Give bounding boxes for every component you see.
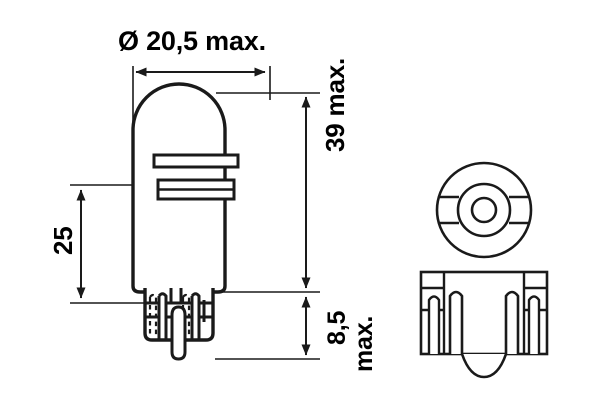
dimension-base-height [215,296,320,360]
base-center-pin [170,305,187,361]
filament-lower-bar [156,178,236,201]
dimension-label-base-height-qualifier: max. [350,315,378,372]
dimension-diameter [132,66,271,135]
dimension-label-diameter: Ø 20,5 max. [118,26,266,56]
base-top-view [435,161,533,259]
dimension-filament-height [70,184,148,304]
base-bottom-view [419,270,549,379]
dimension-label-filament-height: 25 [48,226,78,255]
dimension-label-overall-height: 39 max. [320,57,350,152]
wedge-base-body [143,288,215,361]
filament-upper-bar [152,153,240,169]
dimension-overall-height [215,92,320,293]
dimension-label-base-height-value: 8,5 [323,310,351,345]
